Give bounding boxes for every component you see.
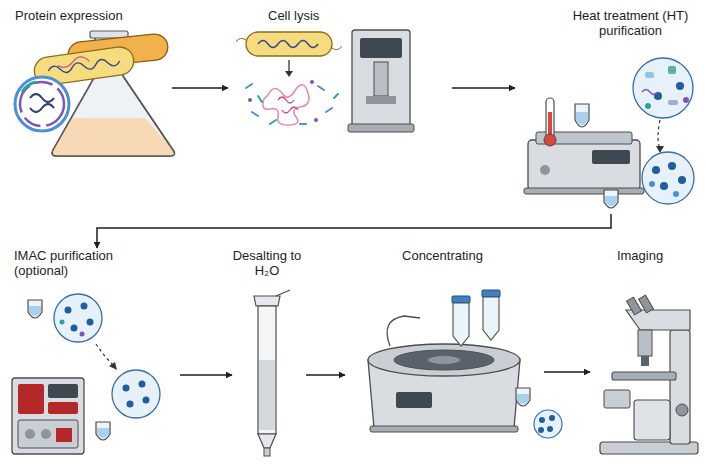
flow-arrow	[544, 371, 590, 373]
flow-arrow	[180, 374, 232, 376]
microscope-illustration	[600, 295, 698, 454]
step-label: Concentrating	[345, 248, 540, 263]
flow-arrow	[306, 374, 345, 376]
concentrator-tubes	[452, 290, 562, 438]
plasmid-illustration	[15, 77, 69, 131]
homogenizer-instrument	[348, 30, 414, 132]
step-group: Desalting to H₂O	[232, 248, 306, 460]
step-group: Concentrating	[345, 248, 544, 460]
step-group: Protein expression	[8, 8, 172, 160]
desalting-column	[254, 290, 290, 456]
flow-arrow	[97, 214, 611, 248]
step-group: Imaging	[590, 248, 700, 460]
step-label: Cell lysis	[268, 8, 338, 23]
flow-arrow	[452, 87, 515, 89]
step-label: Protein expression	[15, 8, 165, 23]
purified-circle	[604, 152, 694, 208]
step-label: Desalting to H₂O	[232, 248, 302, 278]
lysate-circle	[633, 58, 693, 153]
step-group: IMAC purification (optional)	[8, 248, 180, 460]
step-group: Heat treatment (HT) purification	[515, 8, 702, 214]
fplc-instrument	[12, 378, 84, 454]
centrifuge-illustration	[368, 316, 520, 432]
lysate-debris	[246, 80, 338, 125]
step-label: IMAC purification (optional)	[14, 248, 132, 278]
flow-arrow	[172, 87, 228, 89]
water-bath-instrument	[524, 98, 644, 194]
step-group: Cell lysis	[228, 8, 452, 136]
step-label: Heat treatment (HT) purification	[563, 8, 698, 38]
step-label: Imaging	[590, 248, 690, 263]
cell-illustration	[236, 32, 342, 77]
